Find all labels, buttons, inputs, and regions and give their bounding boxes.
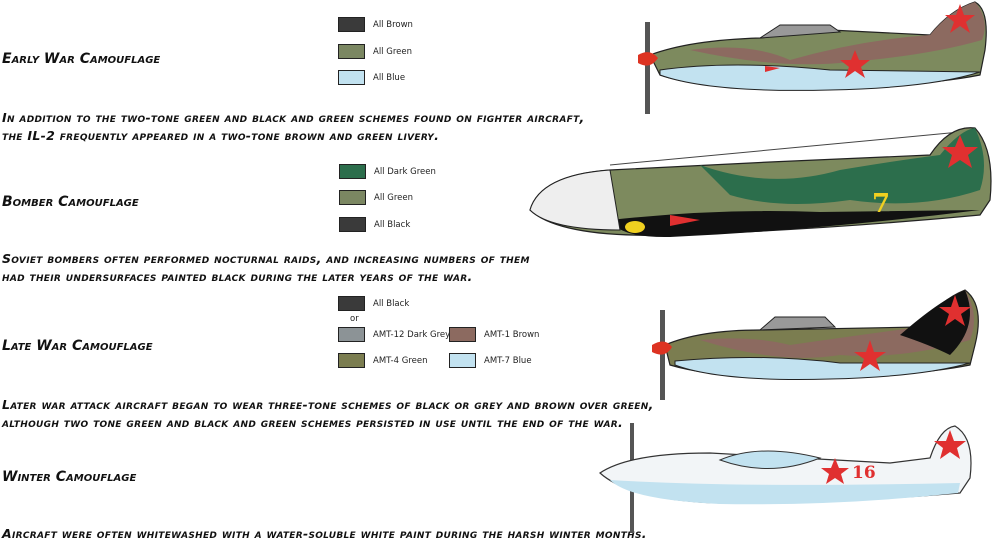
winter-aircraft-illustration: 16 — [599, 423, 972, 533]
early-war-title: Early War Camouflage — [2, 51, 161, 67]
bomber-text-2: had their undersurfaces painted black du… — [2, 269, 473, 284]
early-war-il2-illustration — [638, 1, 987, 114]
late-war-il2-illustration — [652, 289, 979, 400]
early-war-text-1: In addition to the two-tone green and bl… — [2, 110, 585, 125]
swatch-late-brown: AMT-1 Brown — [449, 327, 539, 342]
winter-number: 16 — [852, 463, 876, 483]
bomber-illustration: 7 — [529, 127, 992, 238]
swatch-late-black: All Black — [338, 296, 409, 311]
swatch-early-brown: All Brown — [338, 17, 413, 32]
or-label: or — [350, 314, 359, 324]
swatch-late-grey: AMT-12 Dark Grey — [338, 327, 450, 342]
early-war-text-2: the IL-2 frequently appeared in a two-to… — [2, 128, 440, 143]
bomber-title: Bomber Camouflage — [2, 194, 139, 210]
swatch-bomber-dark-green: All Dark Green — [339, 164, 436, 179]
swatch-late-blue: AMT-7 Blue — [449, 353, 532, 368]
winter-title: Winter Camouflage — [2, 469, 137, 485]
late-war-text-2: although two tone green and black and gr… — [2, 415, 624, 430]
bomber-number: 7 — [872, 189, 890, 219]
late-war-title: Late War Camouflage — [2, 338, 153, 354]
swatch-bomber-black: All Black — [339, 217, 410, 232]
swatch-bomber-green: All Green — [339, 190, 413, 205]
swatch-late-green: AMT-4 Green — [338, 353, 427, 368]
bomber-text-1: Soviet bombers often performed nocturnal… — [2, 251, 530, 266]
swatch-early-blue: All Blue — [338, 70, 405, 85]
late-war-text-1: Later war attack aircraft began to wear … — [2, 397, 654, 412]
winter-text: Aircraft were often whitewashed with a w… — [2, 526, 647, 541]
swatch-early-green: All Green — [338, 44, 412, 59]
